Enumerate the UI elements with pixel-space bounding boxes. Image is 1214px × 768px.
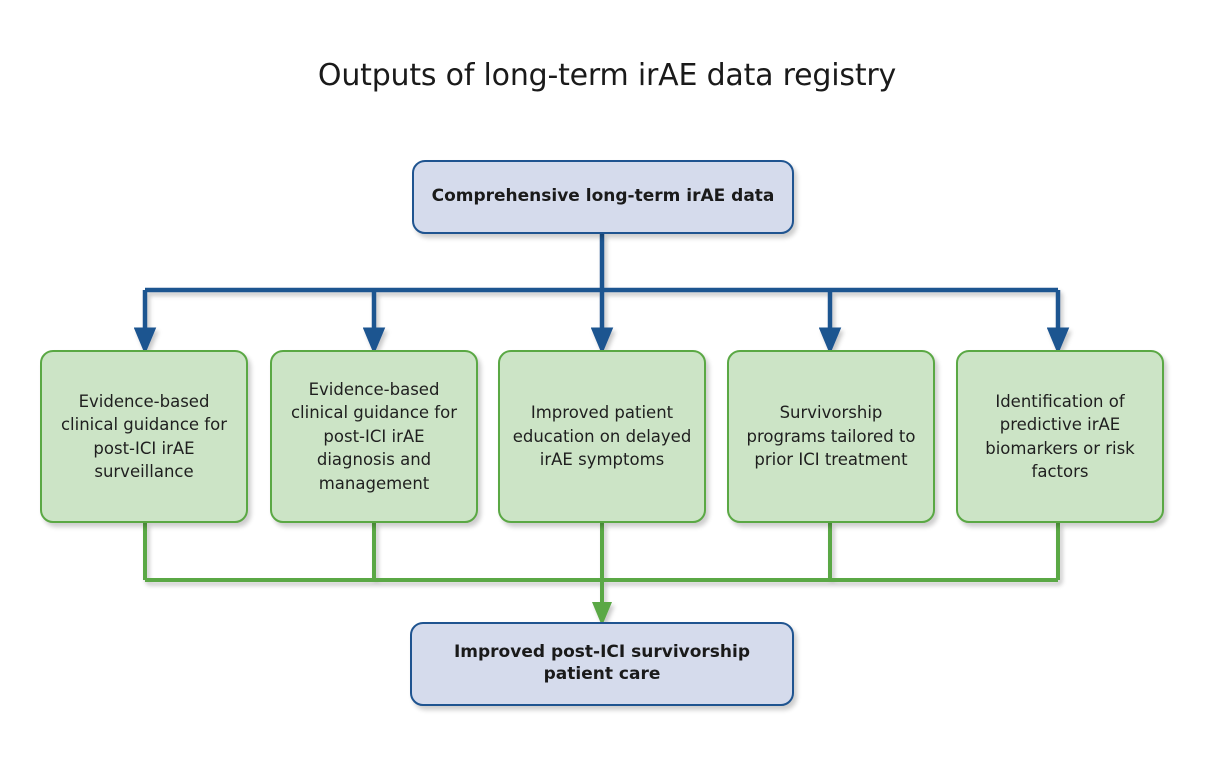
green-connector-group bbox=[143, 523, 1060, 626]
node-output-predictive-biomarkers[interactable]: Identification of predictive irAE biomar… bbox=[956, 350, 1164, 523]
node-output-patient-education[interactable]: Improved patient education on delayed ir… bbox=[498, 350, 706, 523]
node-label: Identification of predictive irAE biomar… bbox=[985, 391, 1135, 481]
blue-connector-group bbox=[133, 234, 1070, 355]
node-improved-survivorship-care[interactable]: Improved post-ICI survivorship patient c… bbox=[410, 622, 794, 706]
node-label: Improved post-ICI survivorship patient c… bbox=[453, 642, 751, 684]
node-label: Evidence-based clinical guidance for pos… bbox=[290, 379, 457, 493]
node-label: Survivorship programs tailored to prior … bbox=[746, 403, 916, 470]
node-label: Evidence-based clinical guidance for pos… bbox=[60, 391, 227, 481]
node-output-survivorship-programs[interactable]: Survivorship programs tailored to prior … bbox=[727, 350, 935, 523]
node-comprehensive-irae-data[interactable]: Comprehensive long-term irAE data bbox=[412, 160, 794, 234]
node-label: Improved patient education on delayed ir… bbox=[512, 403, 692, 470]
node-output-evidence-diagnosis-management[interactable]: Evidence-based clinical guidance for pos… bbox=[270, 350, 478, 523]
page-title: Outputs of long-term irAE data registry bbox=[317, 58, 897, 93]
node-label: Comprehensive long-term irAE data bbox=[431, 186, 775, 207]
node-output-evidence-surveillance[interactable]: Evidence-based clinical guidance for pos… bbox=[40, 350, 248, 523]
